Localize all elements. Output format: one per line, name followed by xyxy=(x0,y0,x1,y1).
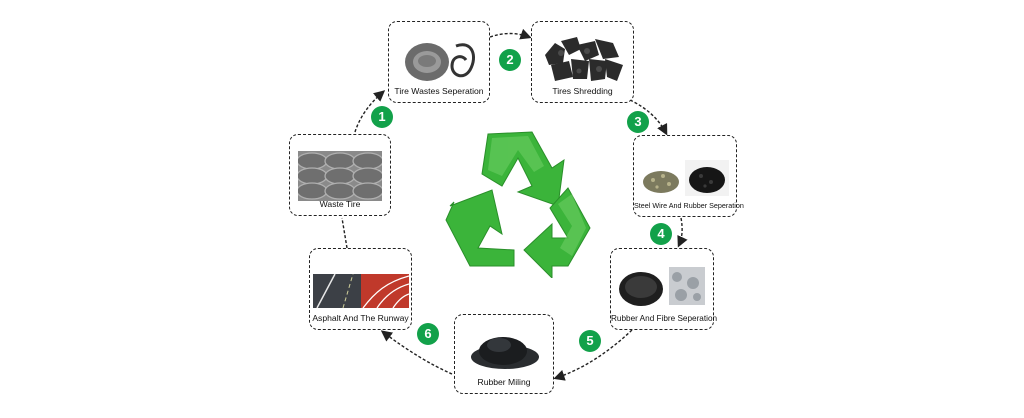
tire-and-steel-wire-photo xyxy=(405,43,475,81)
step-label: Steel Wire And Rubber Seperation xyxy=(634,201,744,210)
step-label: Rubber And Fibre Seperation xyxy=(611,314,718,323)
node-waste-tire: Waste Tire xyxy=(289,134,391,216)
step-badge: 2 xyxy=(499,49,521,71)
arrow-fibre-to-milling xyxy=(553,329,633,381)
step-label: Waste Tire xyxy=(319,199,361,209)
step-label: Asphalt And The Runway xyxy=(312,313,409,323)
node-tires-shredding: Tires Shredding xyxy=(531,21,634,103)
step-badge: 4 xyxy=(650,223,672,245)
asphalt-and-running-track-photo xyxy=(313,274,409,308)
arrow-shredding-to-steel xyxy=(629,99,668,136)
node-tire-wastes-separation: Tire Wastes Seperation xyxy=(388,21,490,103)
node-asphalt-runway: Asphalt And The Runway xyxy=(309,248,412,330)
step-badge: 3 xyxy=(627,111,649,133)
steel-and-rubber-granules-photo xyxy=(643,160,729,196)
rubber-powder-photo xyxy=(471,337,539,369)
step-badge: 1 xyxy=(371,106,393,128)
shredded-rubber-photo xyxy=(545,37,623,81)
step-badge: 5 xyxy=(579,330,601,352)
recycle-icon xyxy=(445,131,591,278)
arrow-milling-to-asphalt xyxy=(380,330,453,375)
arrow-separation-to-shredding xyxy=(489,28,532,40)
step-badge: 6 xyxy=(417,323,439,345)
node-steel-wire-rubber-separation: Steel Wire And Rubber Seperation xyxy=(633,135,744,217)
step-label: Tire Wastes Seperation xyxy=(394,86,484,96)
step-label: Rubber Miling xyxy=(477,377,531,387)
step-label: Tires Shredding xyxy=(552,86,613,96)
node-rubber-fibre-separation: Rubber And Fibre Seperation xyxy=(610,248,718,330)
rubber-and-fibre-photo xyxy=(619,267,705,306)
arrow-asphalt-to-waste xyxy=(341,217,348,249)
stacked-tires-photo xyxy=(298,151,382,201)
node-rubber-milling: Rubber Miling xyxy=(454,314,554,394)
arrow-steel-to-fibre xyxy=(677,217,688,248)
